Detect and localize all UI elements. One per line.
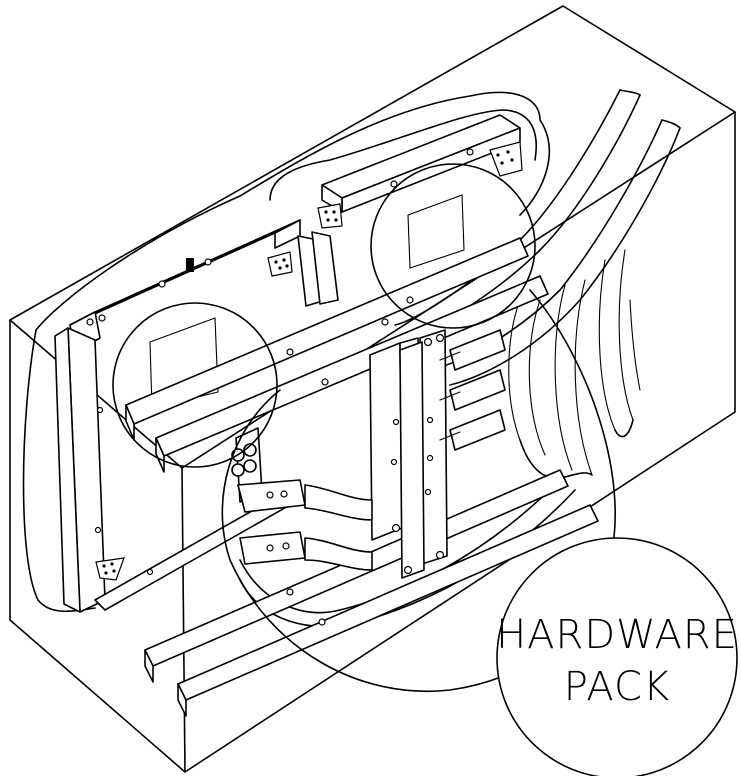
arm-blocks [231, 427, 373, 571]
seat-panel-left [149, 317, 219, 409]
wrap-outline-bottom [37, 599, 96, 613]
wrap-outline [22, 91, 550, 601]
hardware-pack-outline [221, 289, 616, 692]
chair-back-middle [317, 114, 523, 229]
corner-bracket [489, 141, 523, 177]
dowel [243, 459, 257, 473]
dowel [231, 463, 245, 477]
leg-left [369, 342, 403, 541]
hardware-pack-callout: HARDWARE PACK [496, 537, 738, 776]
vertical-legs [369, 329, 448, 579]
box-front-edge [181, 467, 186, 773]
detail-circle-middle [370, 163, 536, 329]
chair-back-left [54, 219, 339, 613]
callout-label-line2: PACK [564, 664, 670, 710]
callout-circle [496, 537, 738, 776]
seat-panel-middle [407, 194, 465, 269]
wrap-outline-inner [269, 109, 537, 201]
middle-top-rail [321, 114, 521, 199]
shipping-box [9, 5, 736, 773]
detail-circle-left [112, 302, 278, 468]
corner-bracket [317, 203, 343, 229]
callout-label-line1: HARDWARE [496, 612, 738, 658]
bolt [186, 258, 194, 272]
corner-bracket [267, 251, 293, 277]
diagonal-rails [125, 237, 599, 717]
seat-slats [439, 329, 506, 451]
corner-bracket [95, 557, 125, 581]
